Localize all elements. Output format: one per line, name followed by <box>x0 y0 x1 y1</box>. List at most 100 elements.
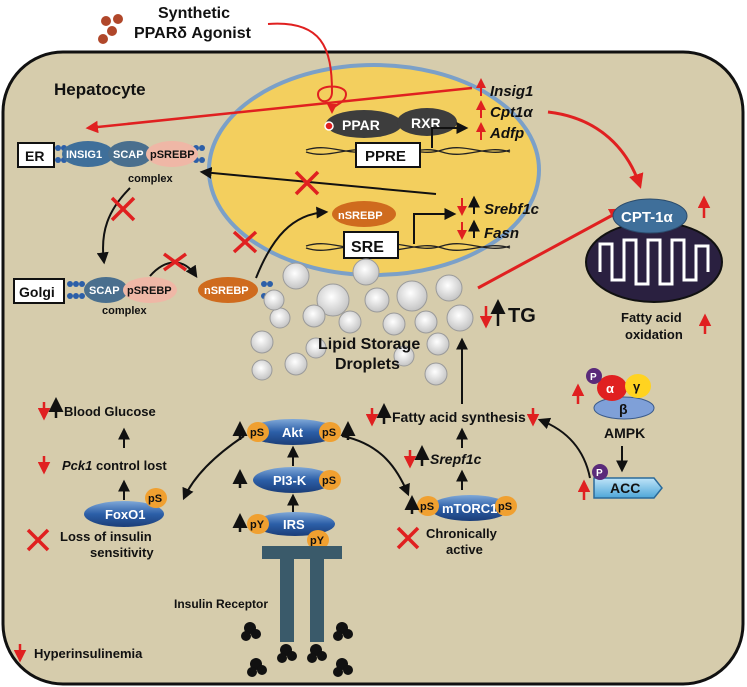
irs-py-left-label: pY <box>250 519 265 531</box>
golgi-psrebp <box>123 277 177 303</box>
irs-py-right <box>307 530 329 550</box>
ampk-phospho <box>586 368 602 384</box>
akt-label: Akt <box>282 425 304 440</box>
er-scap-label: SCAP <box>113 149 144 161</box>
acc-box <box>593 477 663 499</box>
agonist-arrow <box>267 22 348 114</box>
er-insig1-label: INSIG1 <box>66 149 102 161</box>
block-x-nsrebp-import <box>232 230 258 254</box>
sre-label: SRE <box>351 239 384 256</box>
ampk-beta <box>593 396 655 420</box>
insig1-to-er-arrow <box>85 86 473 134</box>
gene-cpt1a: Cpt1α <box>490 104 533 121</box>
cpt1a-protein <box>612 198 688 234</box>
nsrebp-nuclear-label: nSREBP <box>338 210 383 222</box>
loss-line1: Loss of insulin <box>60 529 152 544</box>
akt-ps-left <box>247 422 269 442</box>
mtorc1-ps-right <box>495 496 517 516</box>
mtorc1-ps-right-label: pS <box>498 501 512 513</box>
nsrebp-nuclear <box>332 201 396 227</box>
golgi-nsrebp-label: nSREBP <box>204 285 249 297</box>
gene-insig1: Insig1 <box>490 83 533 100</box>
lipid-droplets <box>250 258 474 386</box>
golgi-scap-label: SCAP <box>89 285 120 297</box>
irs-label: IRS <box>283 517 305 532</box>
ampk-alpha-label: α <box>606 381 614 396</box>
agonist-particles <box>98 14 123 44</box>
block-x-mtorc1 <box>396 526 420 550</box>
foxo1-ps-label: pS <box>148 493 162 505</box>
pi3k-ps <box>319 470 341 490</box>
fatty-acid-synthesis-label: Fatty acid synthesis <box>392 409 526 425</box>
ppre-box <box>355 142 421 168</box>
acc-phospho <box>592 464 608 480</box>
mtorc1-protein <box>430 495 510 521</box>
insulin-receptor <box>262 546 342 642</box>
foxo1-protein <box>84 501 164 527</box>
ppar-protein <box>326 110 402 138</box>
block-x-er-golgi <box>110 196 136 222</box>
irs-py-left <box>247 514 269 534</box>
gene-srebf1c: Srebf1c <box>484 201 540 218</box>
genes-up: Insig1 Cpt1α Adfp <box>476 78 533 142</box>
acc-to-fas-arrow <box>537 417 591 479</box>
block-x-nucleus-er <box>294 170 320 196</box>
irs-protein <box>255 512 335 536</box>
er-scap <box>108 141 152 167</box>
er-psrebp <box>146 141 198 167</box>
golgi-complex-label: complex <box>102 305 148 317</box>
hepatocyte-label: Hepatocyte <box>54 80 146 99</box>
agonist-line2: PPARδ Agonist <box>134 25 252 42</box>
ppre-label: PPRE <box>365 148 406 165</box>
er-insig1 <box>62 141 114 167</box>
lipid-label-line2: Droplets <box>335 356 400 373</box>
pi3k-ps-label: pS <box>322 475 336 487</box>
pck1-control-lost: control lost <box>92 458 167 473</box>
akt-ps-right <box>319 422 341 442</box>
akt-ps-left-label: pS <box>250 427 264 439</box>
blood-glucose-label: Blood Glucose <box>64 404 156 419</box>
er-complex-label: complex <box>128 173 174 185</box>
acc-label: ACC <box>610 480 640 496</box>
golgi-nsrebp <box>198 277 258 303</box>
ampk-gamma-label: γ <box>633 379 641 394</box>
akt-to-mtorc1-arrow <box>341 435 410 497</box>
ligand-dot <box>324 121 334 131</box>
fao-line1: Fatty acid <box>621 310 682 325</box>
ppar-label: PPAR <box>342 117 380 133</box>
mitochondrion <box>585 221 723 303</box>
pck1-gene: Pck1 <box>62 458 92 473</box>
er-label: ER <box>25 148 44 164</box>
akt-to-foxo1-arrow <box>182 435 245 501</box>
pi3k-label: PI3-K <box>273 473 307 488</box>
pi3k-protein <box>253 467 333 493</box>
nsrebp-import-arrow <box>255 206 329 279</box>
chronically-line2: active <box>446 542 483 557</box>
cpt1a-to-mito-arrow <box>547 110 644 189</box>
hepatocyte-cell <box>1 50 745 686</box>
er-psrebp-label: pSREBP <box>150 149 195 161</box>
dna-strand-sre <box>305 243 511 251</box>
insulin-receptor-label: Insulin Receptor <box>174 597 268 611</box>
tg-label: TG <box>508 305 536 327</box>
srepf1c-label: Srepf1c <box>430 451 482 467</box>
cpt1a-label: CPT-1α <box>621 209 674 226</box>
acc-phospho-label: P <box>596 468 603 479</box>
golgi-box <box>13 278 65 304</box>
gene-adfp: Adfp <box>489 125 524 142</box>
hyperinsulinemia-label: Hyperinsulinemia <box>34 646 143 661</box>
mtorc1-ps-left-label: pS <box>420 501 434 513</box>
pck1-label: Pck1 control lost <box>62 458 167 473</box>
mtorc1-label: mTORC1 <box>442 501 497 516</box>
golgi-psrebp-label: pSREBP <box>127 285 172 297</box>
ampk-label: AMPK <box>604 425 645 441</box>
golgi-scap <box>84 277 128 303</box>
nucleus-to-er-arrow <box>199 166 437 195</box>
mtorc1-ps-left <box>417 496 439 516</box>
er-to-golgi-arrow <box>96 187 131 265</box>
chronically-line1: Chronically <box>426 526 498 541</box>
mito-cristae <box>598 238 710 286</box>
ampk-alpha <box>597 375 627 401</box>
ppre-transcription-arrow <box>431 122 469 148</box>
